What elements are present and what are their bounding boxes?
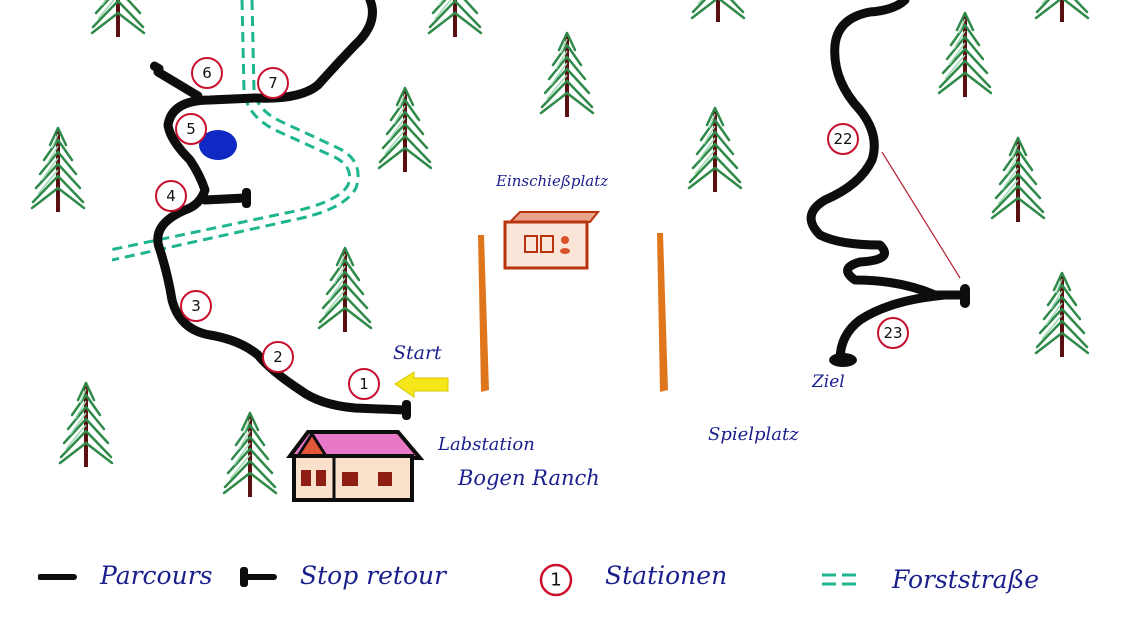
station-circle-icon: 1 bbox=[539, 563, 573, 597]
svg-text:5: 5 bbox=[186, 120, 196, 138]
course-line-icon bbox=[38, 574, 77, 580]
warmup-range-label: Einschießplatz bbox=[496, 172, 609, 190]
aid-station-label: Labstation bbox=[438, 434, 535, 455]
svg-text:22: 22 bbox=[833, 130, 852, 148]
ranch-house-icon bbox=[286, 430, 425, 502]
stop-return-icon bbox=[240, 567, 277, 587]
legend-label-forest-road: Forststraße bbox=[892, 565, 1040, 594]
svg-text:7: 7 bbox=[268, 74, 278, 92]
start-arrow-icon bbox=[394, 371, 449, 398]
station-7[interactable]: 7 bbox=[257, 67, 289, 99]
svg-text:6: 6 bbox=[202, 64, 212, 82]
svg-text:2: 2 bbox=[273, 348, 283, 366]
station-2[interactable]: 2 bbox=[262, 341, 294, 373]
legend: Parcours Stop retour 1 Stationen Forstst… bbox=[0, 555, 1130, 615]
stop-return-ends bbox=[149, 61, 411, 420]
playground-label: Spielplatz bbox=[708, 424, 799, 445]
forest-road bbox=[109, 0, 360, 262]
ranch-label: Bogen Ranch bbox=[458, 466, 600, 490]
start-label: Start bbox=[393, 342, 442, 364]
warmup-range-hut-icon bbox=[503, 211, 601, 270]
station-6[interactable]: 6 bbox=[191, 57, 223, 89]
shortcut-line bbox=[881, 151, 961, 279]
legend-label-stop-return: Stop retour bbox=[300, 561, 447, 590]
svg-text:4: 4 bbox=[166, 187, 176, 205]
svg-text:1: 1 bbox=[359, 375, 369, 393]
station-4[interactable]: 4 bbox=[155, 180, 187, 212]
station-22[interactable]: 22 bbox=[827, 123, 859, 155]
legend-label-stations: Stationen bbox=[605, 561, 728, 590]
stations: 1 2 3 4 5 6 7 22 23 bbox=[155, 57, 909, 400]
pond bbox=[199, 130, 237, 160]
svg-text:1: 1 bbox=[550, 570, 561, 591]
finish-label: Ziel bbox=[812, 372, 845, 392]
station-5[interactable]: 5 bbox=[175, 113, 207, 145]
range-barriers bbox=[478, 233, 668, 392]
station-1[interactable]: 1 bbox=[348, 368, 380, 400]
course-left bbox=[153, 0, 410, 415]
svg-text:3: 3 bbox=[191, 297, 201, 315]
course-right-ends bbox=[829, 284, 970, 367]
svg-text:23: 23 bbox=[883, 324, 902, 342]
legend-label-course: Parcours bbox=[100, 561, 213, 590]
station-3[interactable]: 3 bbox=[180, 290, 212, 322]
course-right bbox=[806, 0, 970, 365]
forest-road-icon bbox=[822, 573, 862, 586]
station-23[interactable]: 23 bbox=[877, 317, 909, 349]
